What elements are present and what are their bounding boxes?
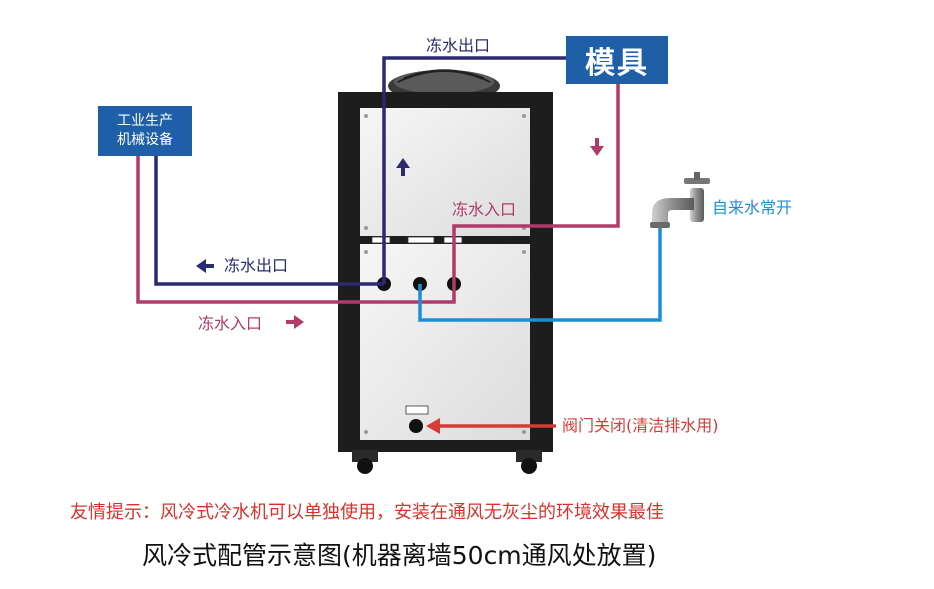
label-valve: 阀门关闭(清洁排水用)	[562, 416, 719, 435]
upper-panel	[360, 108, 530, 236]
drain-arrow	[426, 418, 556, 434]
outlet-pipe-to-equipment	[154, 156, 384, 286]
tap-water-pipe	[418, 228, 662, 322]
equipment-label-line2: 机械设备	[117, 132, 173, 148]
outlet-pipe-to-mold	[382, 56, 566, 284]
inlet-pipe-from-mold	[452, 84, 620, 284]
arrow-up-icon	[396, 158, 410, 176]
inlet-pipe-from-equipment	[136, 156, 456, 304]
chiller-machine	[338, 92, 553, 474]
label-tap-water: 自来水常开	[712, 198, 793, 217]
arrow-down-icon	[590, 138, 604, 156]
arrow-left-icon	[196, 259, 214, 273]
mold-box: 模具	[566, 36, 668, 84]
label-top-outlet: 冻水出口	[426, 36, 491, 55]
diagram-caption: 风冷式配管示意图(机器离墙50cm通风处放置)	[142, 541, 657, 570]
equipment-label-line1: 工业生产	[117, 113, 173, 129]
tip-text: 友情提示：风冷式冷水机可以单独使用，安装在通风无灰尘的环境效果最佳	[70, 502, 664, 523]
arrow-right-icon	[286, 315, 304, 329]
label-top-inlet: 冻水入口	[452, 200, 517, 219]
faucet-icon	[650, 172, 710, 228]
label-left-outlet: 冻水出口	[224, 256, 289, 275]
lower-panel	[360, 244, 530, 440]
drain-valve	[409, 419, 423, 433]
label-left-inlet: 冻水入口	[198, 314, 263, 333]
equipment-box: 工业生产 机械设备	[98, 106, 192, 156]
